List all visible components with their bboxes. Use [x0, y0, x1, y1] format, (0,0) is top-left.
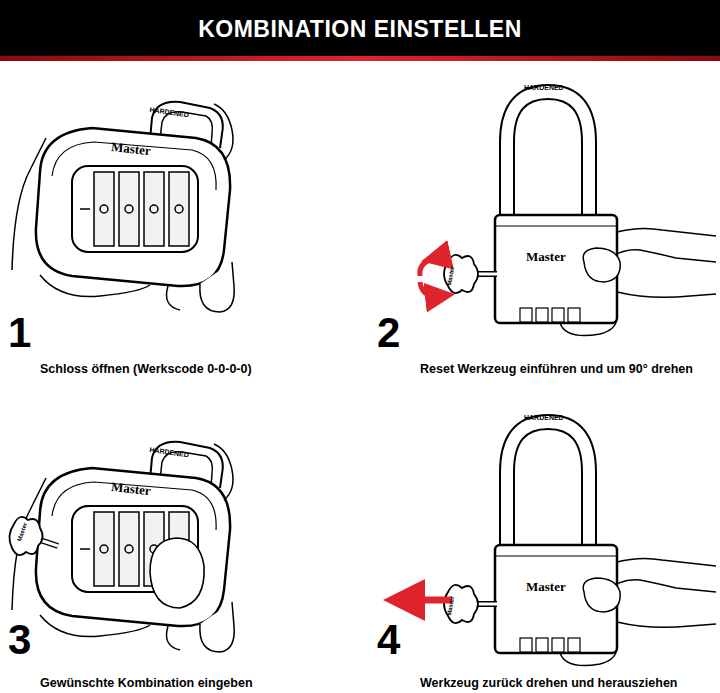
rotate-arrow: [420, 258, 436, 276]
step-caption: Reset Werkzeug einführen und um 90° dreh…: [420, 363, 693, 376]
brand-marking: Master: [526, 250, 566, 263]
lock-illustration: [150, 538, 204, 608]
rotate-arrow: [420, 282, 440, 296]
step-caption: Schloss öffnen (Werkscode 0-0-0-0): [40, 363, 252, 376]
brand-marking: Master: [111, 140, 152, 157]
step-number: 1: [8, 312, 31, 354]
lock-illustration: [9, 517, 42, 555]
lock-illustration: [12, 442, 234, 652]
lock-illustration: [444, 422, 716, 666]
brand-marking: Master: [526, 580, 566, 593]
lock-illustration: [40, 540, 58, 546]
shackle-marking: HARDENED: [524, 84, 564, 91]
shackle-marking: HARDENED: [524, 414, 564, 421]
step-caption: Werkzeug zurück drehen und herausziehen: [420, 677, 677, 690]
lock-illustration: [40, 540, 58, 546]
brand-marking: Master: [111, 480, 152, 497]
header-stripe: [0, 56, 720, 61]
title: KOMBINATION EINSTELLEN: [0, 0, 720, 56]
step-number: 2: [377, 312, 400, 354]
lock-illustration: [9, 442, 234, 652]
step-caption: Gewünschte Kombination eingeben: [40, 677, 253, 690]
lock-illustration: [444, 422, 716, 666]
lock-illustration: [12, 102, 234, 312]
step-number: 4: [377, 619, 400, 661]
lock-illustration: [444, 92, 716, 336]
step-number: 3: [8, 619, 31, 661]
pull-arrow: [404, 597, 452, 604]
